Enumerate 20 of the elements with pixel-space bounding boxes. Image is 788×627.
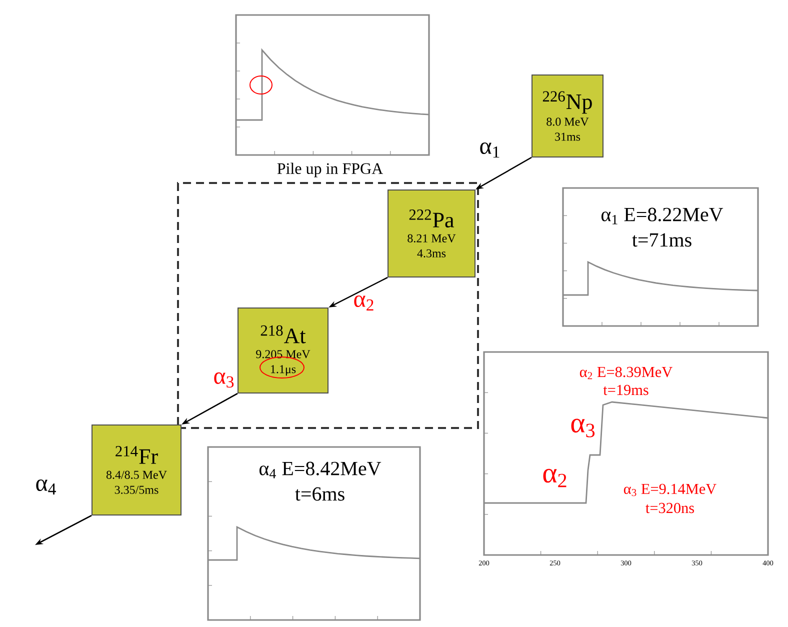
nuclide-box: $^{226}$Np 8.0 MeV 31ms [532, 74, 604, 158]
plot-annotation: α$_{4}$ E=8.42MeV [259, 462, 382, 478]
plot-annotation: t=320ns [646, 502, 694, 514]
edge-label: α$_{3}$ [214, 372, 234, 388]
dashed-frame [177, 182, 479, 429]
nuclide-box: $^{222}$Pa 8.21 MeV 4.3ms [388, 190, 476, 278]
plot-annotation: α$_{2}$ [543, 468, 566, 488]
edge-label: α$_{2}$ [354, 295, 374, 311]
nuclide-box: $^{218}$At 9.205 MeV 1.1μs [238, 308, 328, 394]
nuclide-box: $^{214}$Fr 8.4/8.5 MeV 3.35/5ms [92, 424, 182, 516]
plot-annotation: t=19ms [603, 384, 648, 396]
plot-annotation: α$_{3}$ E=9.14MeV [624, 484, 716, 496]
plot-annotation: α$_{3}$ [571, 418, 595, 438]
plot-caption: Pile up in FPGA [277, 162, 383, 178]
plot-annotation: t=6ms [295, 487, 344, 501]
edge-label: α$_{1}$ [480, 142, 500, 158]
plot-annotation: α$_{1}$ E=8.22MeV [601, 208, 724, 224]
plot-annotation: t=71ms [632, 233, 692, 247]
edge-label: α$_{4}$ [36, 479, 56, 495]
plot-annotation: α$_{2}$ E=8.39MeV [580, 366, 672, 380]
